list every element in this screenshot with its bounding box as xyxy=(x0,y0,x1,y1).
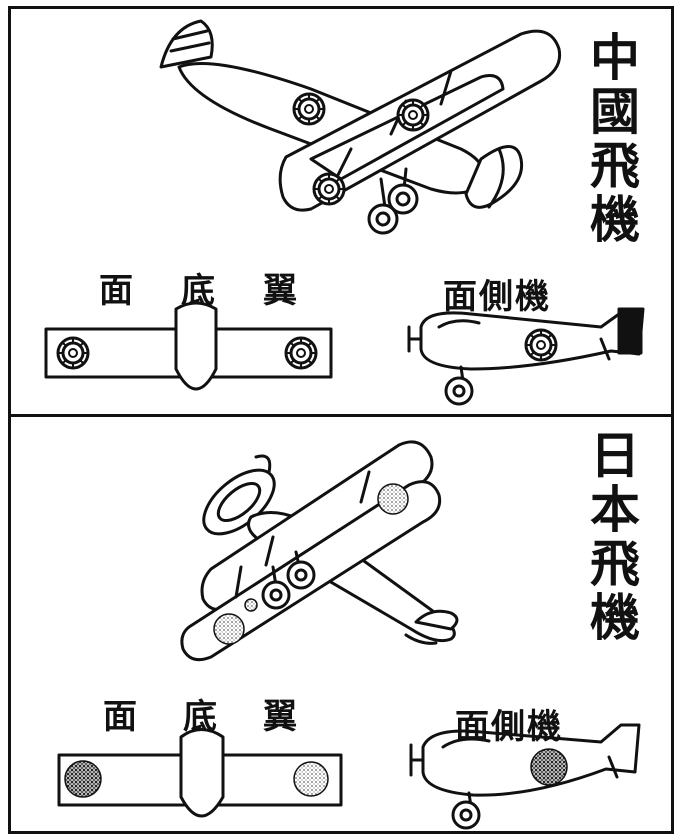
japanese-roundels xyxy=(213,483,409,645)
title-char: 飛 xyxy=(590,534,640,593)
japanese-side-view-drawing xyxy=(409,723,641,830)
wing-label-char: 翼 xyxy=(263,697,297,737)
japanese-aircraft-title: 日 本 飛 機 xyxy=(585,429,645,645)
chinese-wing-underside-drawing xyxy=(44,301,333,391)
roundel-icon xyxy=(312,172,346,206)
roundel-icon xyxy=(293,761,329,797)
chinese-biplane-drawing xyxy=(159,19,562,235)
roundel-icon xyxy=(292,92,326,126)
title-char: 本 xyxy=(590,480,640,539)
roundel-icon xyxy=(396,98,430,132)
title-char: 中 xyxy=(590,28,640,87)
wing-label-char: 底 xyxy=(181,271,215,311)
roundel-icon xyxy=(244,598,258,612)
title-char: 機 xyxy=(590,190,640,249)
title-char: 國 xyxy=(590,82,640,141)
roundel-icon xyxy=(377,483,409,515)
side-view-label: 面側機 xyxy=(455,707,563,747)
roundel-icon xyxy=(56,336,90,370)
roundel-icon xyxy=(213,613,245,645)
chinese-aircraft-illustrations xyxy=(44,19,645,406)
title-char: 飛 xyxy=(590,136,640,195)
side-view-label: 面側機 xyxy=(443,277,551,317)
japanese-aircraft-illustrations xyxy=(57,440,641,830)
title-char: 日 xyxy=(590,426,640,485)
roundel-icon xyxy=(530,748,568,786)
title-char: 機 xyxy=(590,588,640,647)
japanese-wing-underside-drawing xyxy=(57,728,343,818)
wing-label-char: 翼 xyxy=(263,271,297,311)
wing-label-char: 面 xyxy=(99,271,133,311)
chinese-side-view-drawing xyxy=(407,307,645,406)
wing-label-char: 底 xyxy=(183,697,217,737)
chinese-aircraft-title: 中 國 飛 機 xyxy=(585,31,645,247)
japanese-aircraft-panel: 日 本 飛 機 面 底 翼 面側機 xyxy=(8,414,674,834)
roundel-icon xyxy=(64,760,102,798)
roundel-icon xyxy=(524,328,558,362)
roundel-icon xyxy=(284,336,318,370)
japanese-biplane-drawing xyxy=(180,440,459,662)
chinese-aircraft-panel: 中 國 飛 機 面 底 翼 面側機 xyxy=(8,6,674,417)
wing-label-char: 面 xyxy=(103,697,137,737)
